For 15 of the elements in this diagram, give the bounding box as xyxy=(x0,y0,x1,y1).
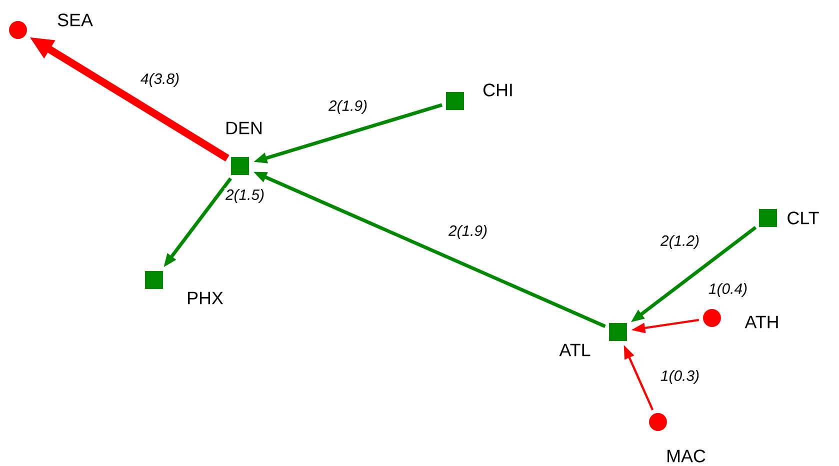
edge-label: 2(1.9) xyxy=(447,224,489,240)
edge-label: 1(0.4) xyxy=(707,282,749,298)
node-label: PHX xyxy=(188,292,224,304)
node-label: CLT xyxy=(788,212,819,224)
edge-label: 2(1.5) xyxy=(224,188,266,204)
edge-label: 4(3.8) xyxy=(140,72,181,88)
edge-label: 1(0.3) xyxy=(659,369,701,385)
edge-label: 2(1.9) xyxy=(327,99,369,115)
node-label: DEN xyxy=(226,122,262,134)
node-label: ATH xyxy=(744,316,778,328)
node-label: MAC xyxy=(668,450,706,462)
node-label: ATL xyxy=(559,344,590,356)
node-label: CHI xyxy=(483,84,512,96)
edge-label: 2(1.2) xyxy=(659,234,701,250)
node-label: SEA xyxy=(58,14,93,26)
